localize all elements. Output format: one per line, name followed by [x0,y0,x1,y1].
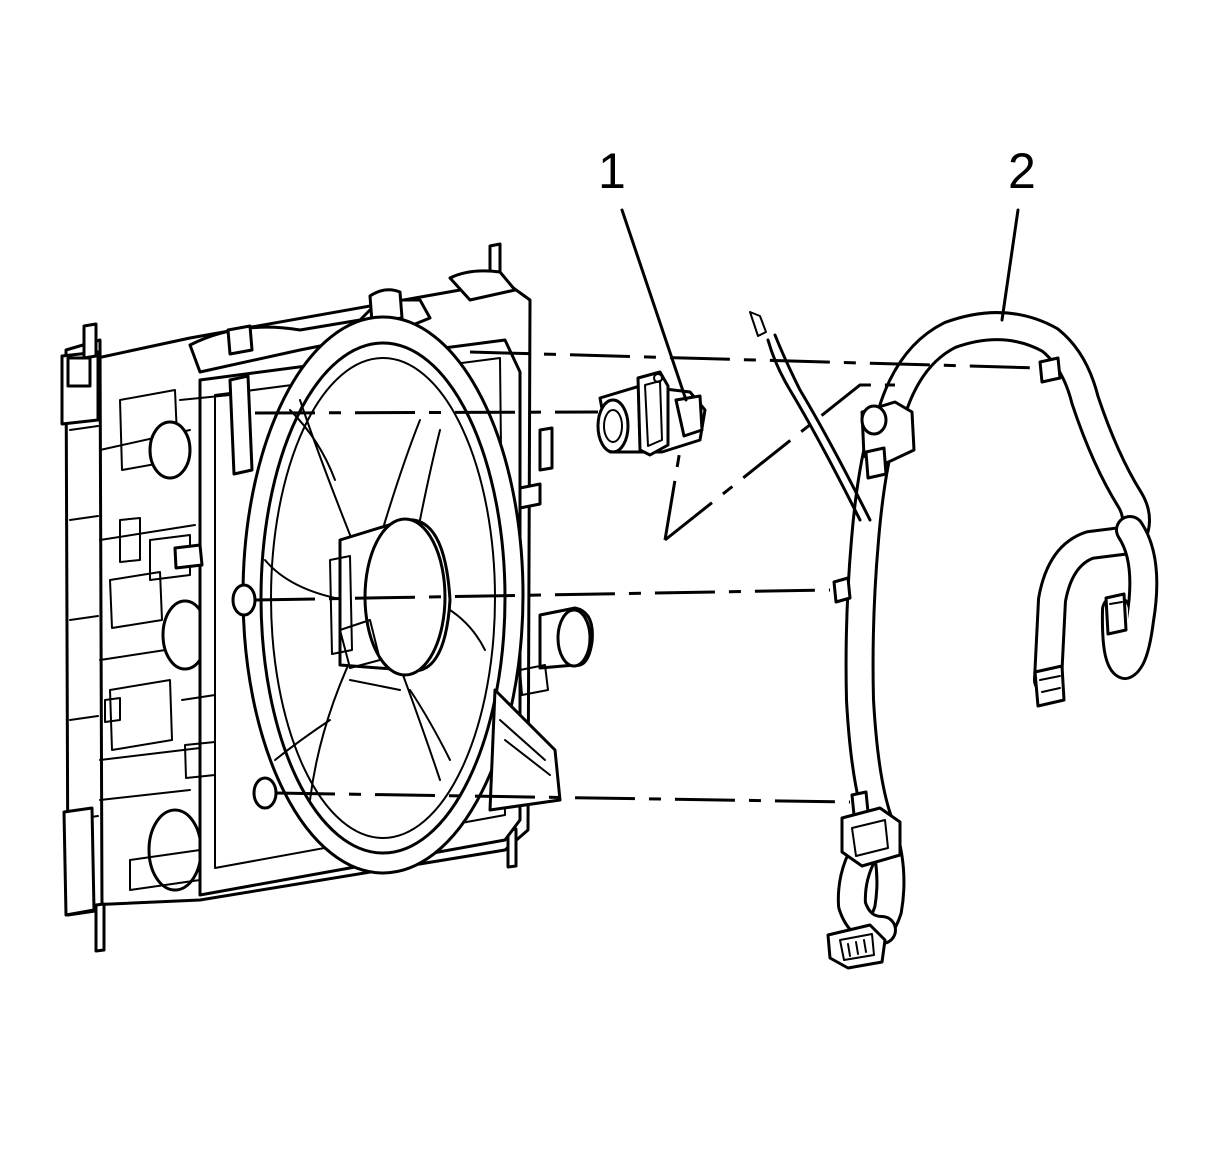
leader-line-1 [620,208,688,402]
item-1-connector-component [596,370,707,457]
callout-number-2: 2 [1008,143,1036,199]
item-2-wiring-harness [749,311,1159,970]
callout-leaders [620,208,1020,402]
alignment-lines [254,350,1041,804]
callout-number-1: 1 [598,143,626,199]
leader-line-2 [1000,208,1020,322]
radiator-fan-assembly [60,242,594,953]
